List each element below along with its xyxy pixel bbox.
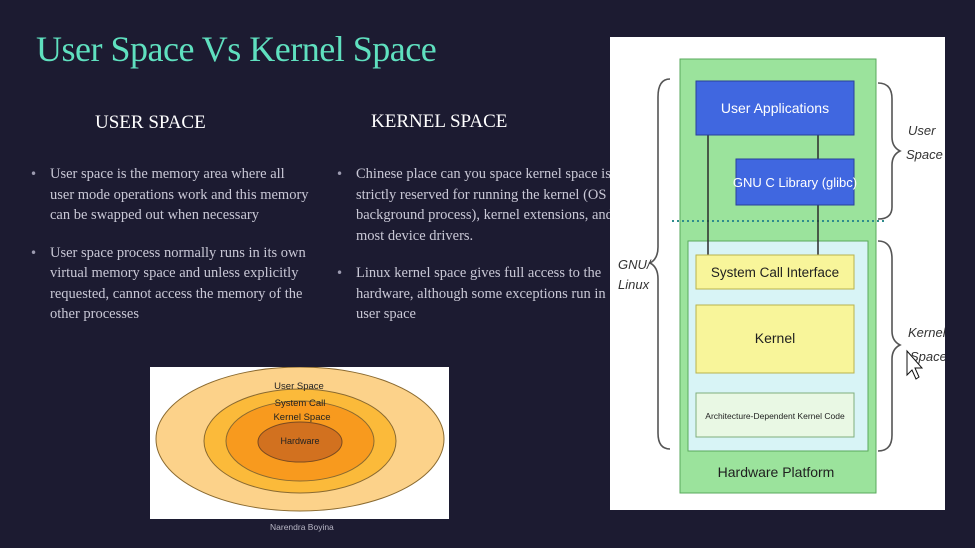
- onion-label-user-space: User Space: [274, 381, 324, 392]
- user-applications-block: [695, 80, 855, 136]
- list-item: • User space is the memory area where all…: [30, 164, 312, 226]
- system-call-interface-label: System Call Interface: [711, 265, 839, 280]
- kernel-space-bullets: • Chinese place can you space kernel spac…: [336, 164, 618, 342]
- kernel-space-heading: KERNEL SPACE: [371, 111, 508, 132]
- user-side-label: User: [908, 123, 936, 138]
- bullet-icon: •: [30, 245, 38, 260]
- gnu-linux-brace: [648, 78, 671, 450]
- list-item: • Linux kernel space gives full access to…: [336, 263, 618, 325]
- kernel-space-side-label: Space: [910, 349, 945, 364]
- onion-label-hardware: Hardware: [280, 436, 319, 446]
- slide-title: User Space Vs Kernel Space: [36, 29, 437, 69]
- arch-code-block: [695, 392, 855, 438]
- bullet-text: User space is the memory area where all …: [50, 166, 309, 223]
- architecture-diagram: User Applications GNU C Library (glibc) …: [610, 37, 945, 510]
- onion-label-kernel-space: Kernel Space: [273, 412, 330, 423]
- onion-diagram: User Space System Call Kernel Space Hard…: [150, 367, 449, 519]
- ring-hardware: [257, 421, 343, 463]
- user-space-heading: USER SPACE: [95, 112, 206, 133]
- onion-label-system-call: System Call: [275, 398, 326, 409]
- system-call-interface-block: [695, 254, 855, 290]
- mouse-cursor-icon: [906, 349, 924, 380]
- glibc-block: [735, 158, 855, 206]
- bullet-icon: •: [336, 266, 344, 280]
- bullet-text: User space process normally runs in its …: [50, 244, 306, 323]
- user-space-brace: [877, 82, 902, 220]
- kernel-side-label: Kernel: [908, 325, 945, 340]
- credit-text: Narendra Boyina: [270, 522, 334, 532]
- user-applications-label: User Applications: [721, 100, 829, 116]
- kernel-space-brace: [877, 240, 902, 452]
- bullet-icon: •: [30, 167, 38, 181]
- kernel-block: [695, 304, 855, 374]
- glibc-label: GNU C Library (glibc): [733, 175, 857, 190]
- bullet-text: Chinese place can you space kernel space…: [356, 166, 613, 244]
- gnu-label: GNU/: [618, 257, 652, 272]
- user-space-bullets: • User space is the memory area where all…: [30, 164, 312, 342]
- user-space-side-label: Space: [906, 147, 943, 162]
- list-item: • User space process normally runs in its…: [30, 243, 312, 325]
- linux-label: Linux: [618, 277, 650, 292]
- arch-code-label: Architecture-Dependent Kernel Code: [705, 411, 845, 421]
- list-item: • Chinese place can you space kernel spac…: [336, 164, 618, 246]
- kernel-label: Kernel: [755, 330, 795, 346]
- bullet-text: Linux kernel space gives full access to …: [356, 265, 606, 322]
- hardware-platform-label: Hardware Platform: [718, 464, 835, 480]
- bullet-icon: •: [336, 167, 344, 181]
